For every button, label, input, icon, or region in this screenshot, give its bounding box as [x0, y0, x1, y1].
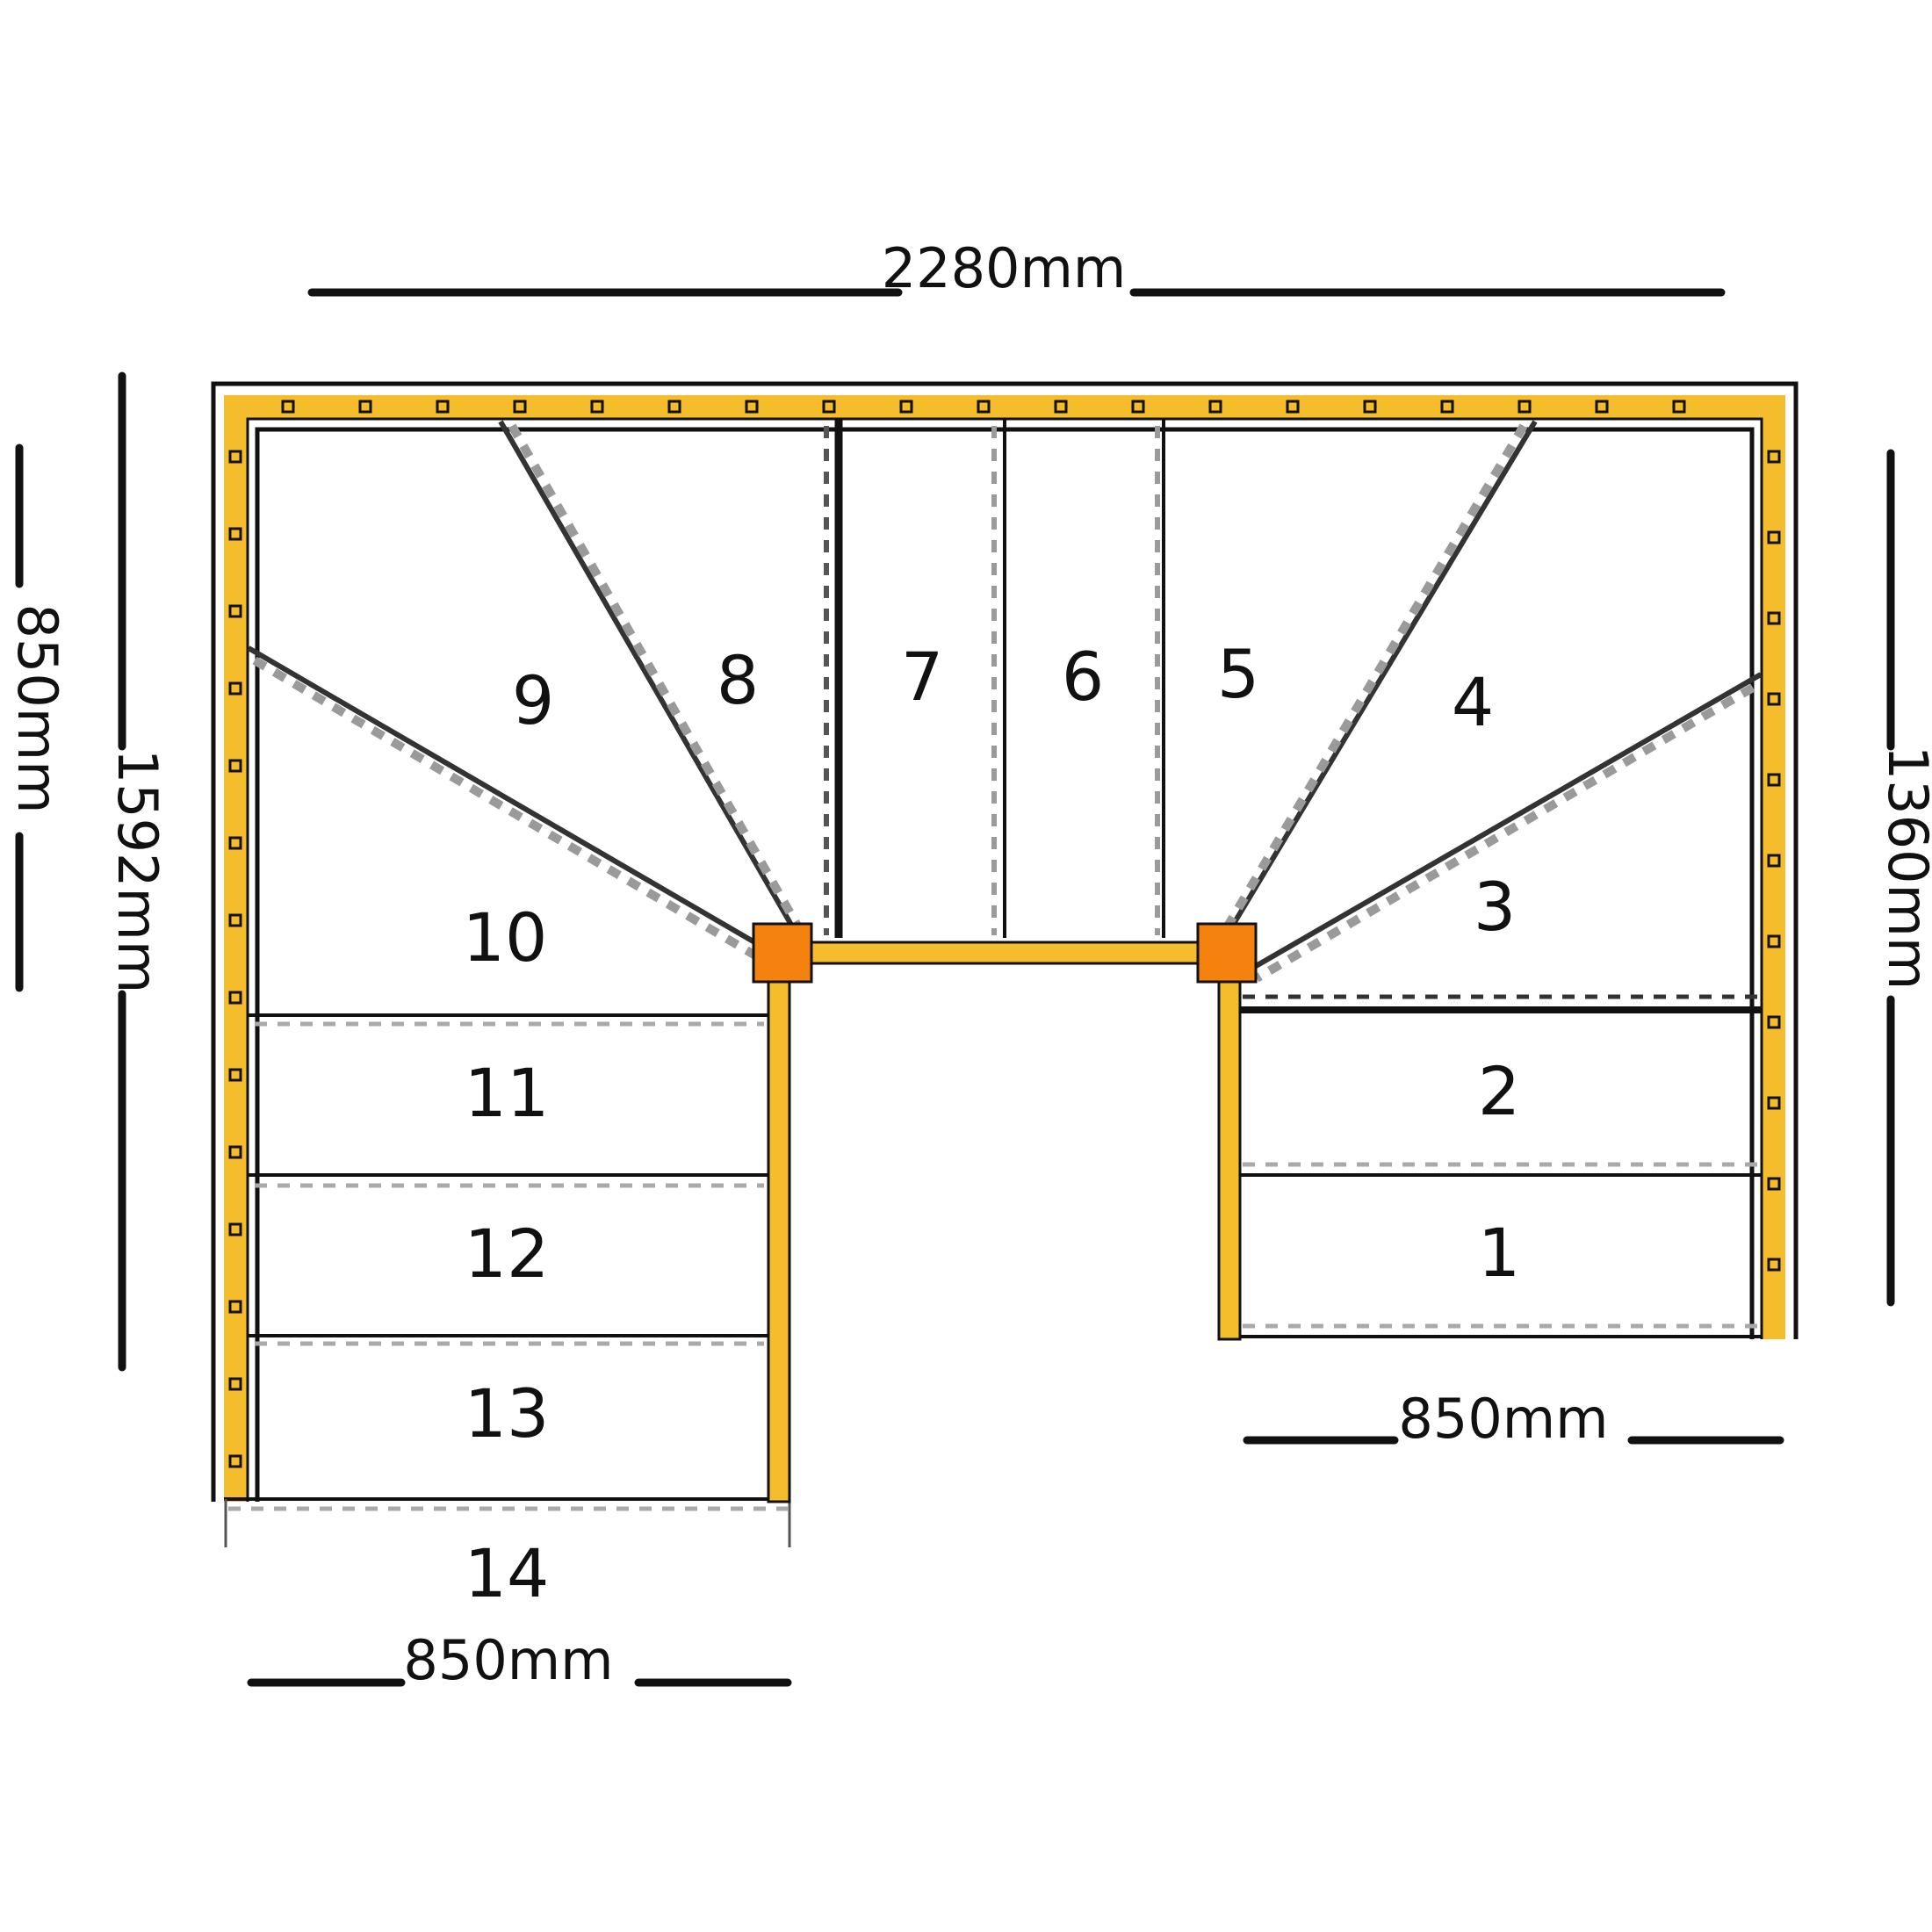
stringer-rivet — [1363, 400, 1377, 414]
left-inner-stringer — [767, 973, 791, 1503]
top-nosings — [824, 426, 1160, 935]
stringer-rivet — [1595, 400, 1609, 414]
dimension-labels: 2280mm 850mm 1592mm 1360mm 850mm 850mm — [5, 236, 1932, 1692]
inner-stringers — [767, 941, 1242, 1503]
stringer-rivet — [1767, 934, 1781, 948]
step-label-9: 9 — [512, 661, 554, 739]
step-label-7: 7 — [901, 638, 943, 716]
tread-line-4-5 — [1227, 420, 1538, 933]
inner-wall-lines — [246, 417, 1763, 1502]
dim-label-left-bottom-width: 850mm — [403, 1628, 613, 1692]
stringer-rivet — [228, 759, 242, 773]
top-treads — [834, 420, 1165, 938]
stringer-rivet — [1440, 400, 1454, 414]
dim-label-left-inner: 1592mm — [105, 749, 169, 994]
stringer-rivet — [1767, 530, 1781, 544]
step-label-4: 4 — [1452, 663, 1494, 741]
stringer-rivets — [228, 400, 1781, 1468]
stringer-rivet — [1767, 773, 1781, 787]
stringer-rivet — [228, 1454, 242, 1468]
stringer-rivet — [358, 400, 372, 414]
step-label-12: 12 — [465, 1215, 550, 1293]
stringer-rivet — [228, 836, 242, 850]
stringer-rivet — [1767, 854, 1781, 868]
tread-line-9-10 — [247, 645, 775, 955]
dim-label-right-height: 1360mm — [1876, 746, 1932, 991]
stringer-rivet — [1767, 611, 1781, 625]
step-label-8: 8 — [717, 641, 759, 719]
nosing-5 — [1216, 423, 1528, 941]
winder-treads — [247, 420, 1763, 971]
stringer-rivet — [1517, 400, 1532, 414]
step-label-13: 13 — [465, 1374, 550, 1453]
dim-label-left-outer: 850mm — [5, 603, 69, 813]
stringer-rivet — [228, 527, 242, 541]
right-flight-treads — [1240, 1006, 1762, 1338]
stringer-rivet — [667, 400, 681, 414]
tread-line-8-9 — [498, 420, 797, 933]
stringer-rivet — [228, 1300, 242, 1314]
stringer-rivet — [513, 400, 527, 414]
right-newel-post — [1196, 922, 1258, 984]
nosing-4 — [1254, 683, 1755, 983]
tread-line-3-4 — [1250, 672, 1763, 971]
left-flight-treads — [224, 1013, 791, 1547]
stringer-rivet — [1767, 450, 1781, 464]
stringer-rivet — [228, 913, 242, 927]
winder-nosings — [252, 423, 1755, 983]
nosing-10 — [252, 656, 768, 966]
stringer-rivet — [1672, 400, 1686, 414]
stringer-rivet — [228, 991, 242, 1005]
stringer-rivet — [281, 400, 295, 414]
stringer-rivet — [228, 681, 242, 696]
stringer-rivet — [1286, 400, 1300, 414]
stringer-rivet — [228, 1222, 242, 1236]
stringer-rivet — [822, 400, 836, 414]
step-label-3: 3 — [1474, 868, 1516, 946]
stringer-rivet — [745, 400, 759, 414]
stringer-rivet — [228, 604, 242, 618]
right-flight-nosings — [1243, 994, 1761, 1329]
stringer-rivet — [899, 400, 913, 414]
stringer-rivet — [1054, 400, 1068, 414]
stringer-rivet — [436, 400, 450, 414]
stringer-rivet — [228, 1068, 242, 1082]
step-label-14: 14 — [465, 1534, 550, 1612]
nosing-9 — [508, 423, 809, 941]
step-label-6: 6 — [1062, 638, 1104, 716]
wall-stringer — [224, 395, 1785, 1502]
dim-label-top-width: 2280mm — [882, 236, 1127, 300]
dim-label-right-bottom-width: 850mm — [1398, 1387, 1608, 1451]
step-label-2: 2 — [1478, 1052, 1520, 1130]
dimension-bars — [15, 288, 1895, 1687]
left-newel-post — [752, 922, 813, 984]
step-labels: 1 2 3 4 5 6 7 8 9 10 11 12 13 14 — [463, 635, 1521, 1612]
stringer-rivet — [590, 400, 604, 414]
right-inner-stringer — [1217, 973, 1242, 1341]
stringer-rivet — [1767, 692, 1781, 706]
step-label-10: 10 — [463, 898, 548, 977]
stringer-rivet — [977, 400, 991, 414]
stringer-rivet — [228, 450, 242, 464]
stringer-rivet — [1767, 1177, 1781, 1191]
step-label-11: 11 — [465, 1054, 550, 1132]
stringer-rivet — [228, 1145, 242, 1159]
step-label-1: 1 — [1478, 1214, 1520, 1292]
step-label-5: 5 — [1217, 635, 1259, 713]
stringer-rivet — [1767, 1258, 1781, 1272]
stringer-rivet — [228, 1377, 242, 1391]
stringer-rivet — [1131, 400, 1145, 414]
stringer-rivet — [1767, 1096, 1781, 1110]
stringer-rivet — [1208, 400, 1222, 414]
well-stringer — [806, 941, 1203, 965]
left-flight-nosings — [228, 1021, 789, 1511]
stringer-rivet — [1767, 1015, 1781, 1029]
